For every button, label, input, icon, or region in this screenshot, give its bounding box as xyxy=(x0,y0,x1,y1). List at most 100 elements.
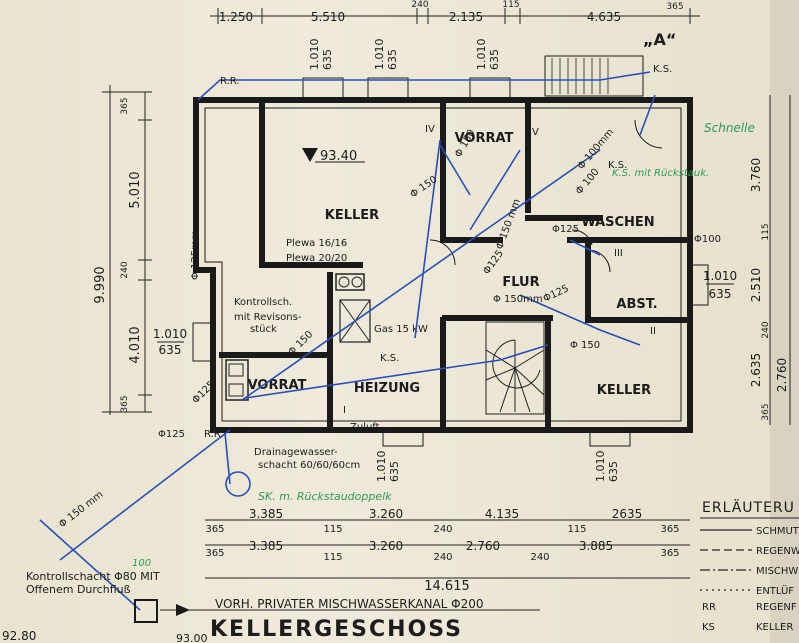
rr-top: R.R. xyxy=(220,76,240,87)
roman-i: I xyxy=(343,405,346,416)
dim-right-2: 115 xyxy=(761,223,771,240)
dim-left-total: 9.990 xyxy=(93,266,108,303)
right-dimension-chain: 3.760 115 2.510 240 2.635 2.760 365 1.01… xyxy=(703,95,791,425)
dim-b1-3: 115 xyxy=(323,524,342,535)
legend-item-5: REGENF xyxy=(756,602,797,613)
dim-b2-6: 2.760 xyxy=(466,539,500,553)
roman-iv: IV xyxy=(425,124,435,135)
legend-title: ERLÄUTERU xyxy=(702,498,795,516)
label-kontrollschacht-2: Offenem Durchfluß xyxy=(26,583,131,596)
dim-window-right-2: 635 xyxy=(709,287,732,301)
dim-window-right-1: 1.010 xyxy=(703,269,737,283)
diam-150mm-out: Φ 150 mm xyxy=(57,489,105,530)
label-gas: Gas 15 kW xyxy=(374,324,428,335)
dim-b1-7: 115 xyxy=(567,524,586,535)
elev-mid: 93.00 xyxy=(176,632,208,643)
dim-top-6: 4.635 xyxy=(587,10,621,24)
bottom-dimension-chain: 365 3.385 115 3.260 240 4.135 115 2635 3… xyxy=(205,507,690,594)
room-heizung: HEIZUNG xyxy=(354,381,420,396)
legend-item-1: SCHMUT xyxy=(756,526,799,537)
roman-iii: III xyxy=(614,248,623,259)
dim-b2-2: 3.385 xyxy=(249,539,283,553)
dim-b2-3: 115 xyxy=(323,552,342,563)
legend-item-2: REGENW xyxy=(756,546,799,557)
dim-top-3: 240 xyxy=(411,0,428,10)
dim-shaft-2a: 1.010 xyxy=(373,39,386,71)
dim-shaft-1b: 635 xyxy=(321,49,334,70)
dim-left-3: 240 xyxy=(120,261,130,278)
dim-b1-9: 365 xyxy=(660,524,679,535)
diam-125-flur: Φ125 xyxy=(481,248,505,276)
green-schnelle: Schnelle xyxy=(704,121,755,135)
dim-b2-1: 365 xyxy=(205,548,224,559)
dim-top-1: 1.250 xyxy=(219,10,253,24)
label-plewa-1: Plewa 16/16 xyxy=(286,238,347,249)
legend-abbr-1: RR xyxy=(702,602,716,613)
roman-ii: II xyxy=(650,326,656,337)
label-plewa-2: Plewa 20/20 xyxy=(286,253,347,264)
diam-125-bottom: Φ125 xyxy=(158,429,185,440)
legend-item-4: ENTLÜF xyxy=(756,584,794,597)
room-abst: ABST. xyxy=(616,297,657,312)
dim-shaft-3b: 635 xyxy=(488,49,501,70)
dim-shaft-3a: 1.010 xyxy=(475,39,488,71)
dim-right-6: 2.760 xyxy=(775,358,789,392)
dim-right-5: 2.635 xyxy=(749,353,763,387)
room-waschen: WASCHEN xyxy=(581,215,654,230)
dim-left-5: 365 xyxy=(120,395,130,412)
dim-b2-7: 240 xyxy=(530,552,549,563)
dim-shaft-4a: 1.010 xyxy=(375,451,388,483)
diam-125mm: Φ 125mm xyxy=(190,230,201,280)
room-keller-right: KELLER xyxy=(597,383,651,398)
dim-b1-1: 365 xyxy=(205,524,224,535)
dim-shaft-5a: 1.010 xyxy=(594,451,607,483)
level-arrow-icon xyxy=(302,148,318,162)
elev-left: 92.80 xyxy=(2,629,36,643)
dim-shaft-4b: 635 xyxy=(388,461,401,482)
ks-heizung: K.S. xyxy=(380,353,399,364)
dim-top-7: 365 xyxy=(666,2,683,12)
level-marker: 93.40 xyxy=(320,149,357,164)
diam-150-right: Φ 150 xyxy=(570,340,600,351)
green-sk: SK. m. Rückstaudoppelk xyxy=(258,490,392,503)
dim-b2-5: 240 xyxy=(433,552,452,563)
dim-right-3: 2.510 xyxy=(749,268,763,302)
legend-abbr-2: KS xyxy=(702,622,715,633)
north-mark: „A“ xyxy=(643,30,676,49)
label-revision-1: mit Revisons- xyxy=(234,312,302,323)
dim-b2-8: 3.885 xyxy=(579,539,613,553)
blue-pipe-routing xyxy=(39,71,656,623)
left-dimension-chain: 365 5.010 9.990 240 4.010 365 1.010 635 xyxy=(93,85,187,415)
green-ks-mit: K.S. mit Rückstauk. xyxy=(612,168,709,179)
dim-right-1: 3.760 xyxy=(749,158,763,192)
dim-window-left-1: 1.010 xyxy=(153,327,187,341)
roman-v: V xyxy=(532,127,539,138)
stair-spiral xyxy=(485,321,545,415)
dim-b1-5: 240 xyxy=(433,524,452,535)
building-walls xyxy=(192,55,709,447)
dim-b1-8: 2635 xyxy=(612,507,643,521)
legend: ERLÄUTERU SCHMUT REGENW MISCHW ENTLÜF RR… xyxy=(700,498,799,633)
label-kanal: VORH. PRIVATER MISCHWASSERKANAL Φ200 xyxy=(215,597,484,611)
label-revision-2: stück xyxy=(250,324,277,335)
label-drain-2: schacht 60/60/60cm xyxy=(258,460,360,471)
diam-100-ws: Φ 100 xyxy=(574,167,602,197)
diam-150mm: Φ 150 mm xyxy=(494,198,522,251)
dim-left-1: 365 xyxy=(120,97,130,114)
diam-125-abst: Φ125 xyxy=(542,283,571,304)
rr-bottom: R.R. xyxy=(204,429,224,440)
legend-item-6: KELLER xyxy=(756,622,793,633)
room-keller-left: KELLER xyxy=(325,208,379,223)
room-flur: FLUR xyxy=(502,275,539,290)
room-vorrat-top: VORRAT xyxy=(455,131,514,146)
kanal-arrow-icon xyxy=(176,604,190,616)
diam-125-wasch: Φ125 xyxy=(552,224,579,235)
ks-top: K.S. xyxy=(653,64,672,75)
dim-right-4: 240 xyxy=(761,321,771,338)
diam-150mm-flur: Φ 150mm xyxy=(493,294,543,305)
dim-shaft-2b: 635 xyxy=(386,49,399,70)
plan-title: KELLERGESCHOSS xyxy=(210,617,463,642)
label-zuluft: Zuluft xyxy=(350,422,380,433)
